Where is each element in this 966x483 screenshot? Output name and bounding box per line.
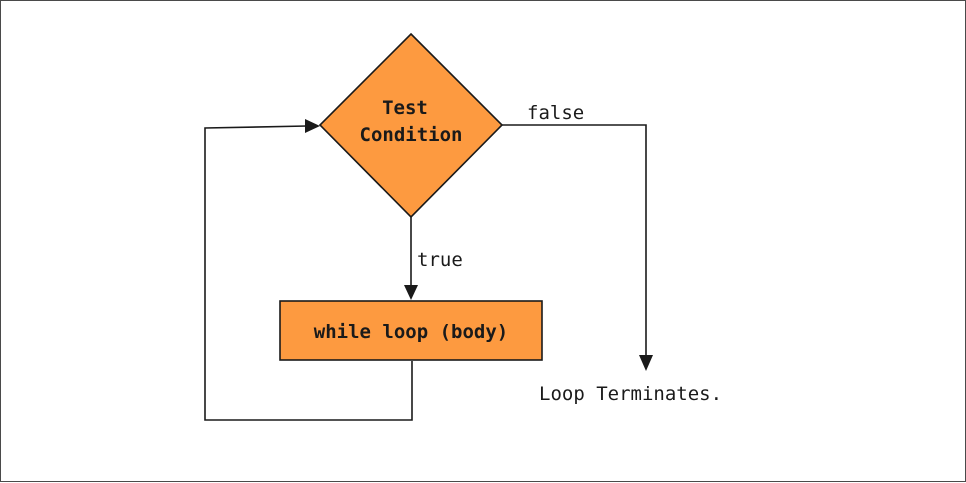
decision-diamond	[318, 32, 504, 219]
node-test-condition: Test Condition	[318, 32, 504, 219]
edge-loop-back	[204, 119, 413, 421]
terminal-label: Loop Terminates.	[539, 383, 722, 405]
node-loop-body: while loop (body)	[279, 300, 543, 361]
condition-label-line2: Condition	[360, 124, 463, 146]
edge-loop-back-arrowhead	[305, 119, 320, 133]
process-box	[279, 300, 543, 361]
edge-true	[404, 217, 418, 300]
condition-label-line1: Test	[382, 97, 428, 119]
edge-loop-back-line	[204, 125, 413, 421]
edge-true-arrowhead	[404, 285, 418, 300]
edge-false-line	[502, 124, 647, 357]
loop-body-label: while loop (body)	[314, 321, 508, 343]
edge-false	[502, 124, 653, 371]
edge-true-label: true	[417, 249, 463, 271]
edge-false-arrowhead	[639, 355, 653, 371]
edge-false-label: false	[527, 102, 584, 124]
